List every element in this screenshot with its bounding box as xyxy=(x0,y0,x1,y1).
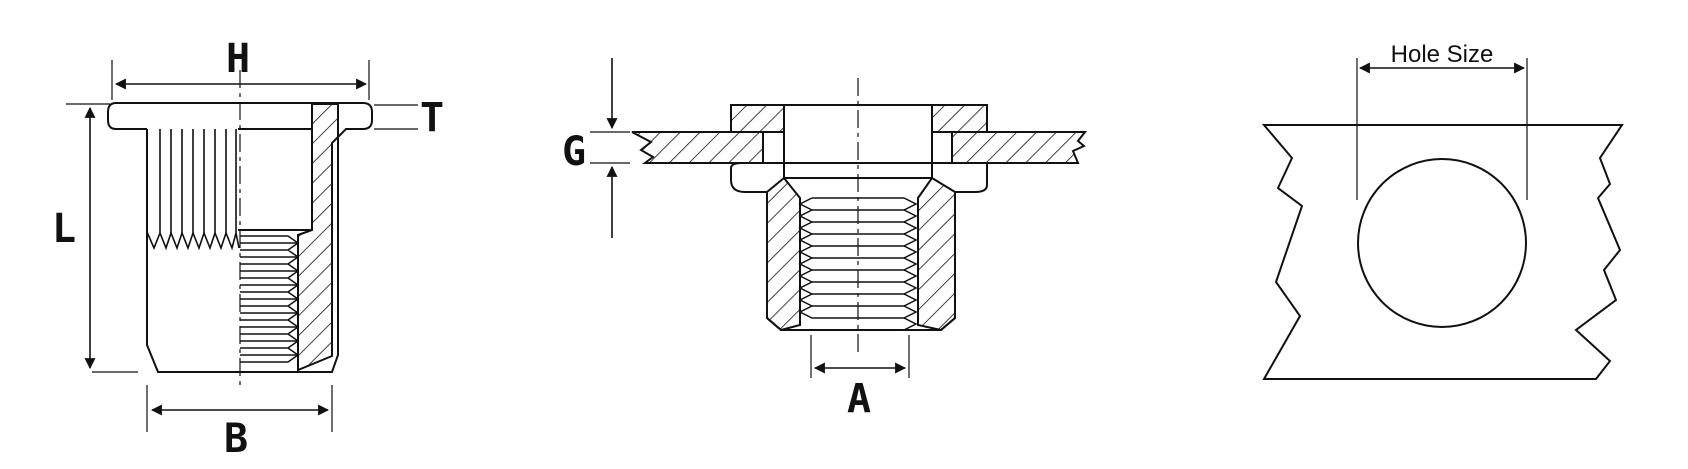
label-b: B xyxy=(224,416,248,462)
label-a: A xyxy=(847,376,871,422)
knurl-lines xyxy=(146,129,240,251)
body-wall-left xyxy=(766,176,801,332)
label-h: H xyxy=(226,36,250,82)
sheet-left xyxy=(631,131,764,164)
wall-section xyxy=(297,103,339,372)
label-hole-size: Hole Size xyxy=(1391,41,1494,68)
body-wall-right xyxy=(917,176,956,332)
sheet-right xyxy=(951,131,1088,164)
thread-teeth xyxy=(240,235,300,363)
plate-outline xyxy=(1261,124,1624,380)
label-t: T xyxy=(420,95,444,141)
flange-hatch-left xyxy=(730,104,785,133)
installed-flange xyxy=(730,104,988,331)
installed-section-view xyxy=(590,58,1088,378)
nut-flange xyxy=(107,102,373,153)
dimension-lines xyxy=(66,60,418,432)
nut-body xyxy=(146,129,339,373)
label-l: L xyxy=(52,206,76,252)
label-g: G xyxy=(562,129,586,175)
rivet-nut-side-view xyxy=(66,60,418,432)
hole-size-view xyxy=(1261,58,1624,380)
hole-circle xyxy=(1357,158,1527,328)
flange-hatch-right xyxy=(931,104,988,133)
